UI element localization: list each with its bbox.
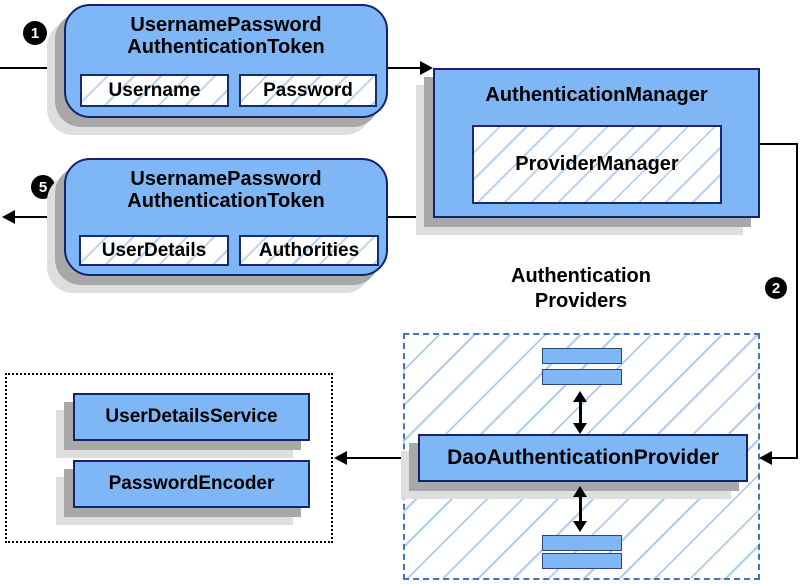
provider-stack-bottom-bar-2 bbox=[542, 553, 622, 569]
userdetailsservice-box: UserDetailsService bbox=[73, 393, 310, 441]
manager-to-provider-line-vertical bbox=[796, 143, 798, 459]
request-token-title: UsernamePassword AuthenticationToken bbox=[127, 14, 325, 58]
authentication-manager-title: AuthenticationManager bbox=[485, 84, 708, 106]
authorities-field: Authorities bbox=[239, 235, 379, 266]
arrowhead-into-provider-icon bbox=[759, 451, 772, 465]
step-5-badge: 5 bbox=[31, 175, 55, 199]
arrowhead-into-services-icon bbox=[334, 451, 347, 465]
provider-to-services-line bbox=[347, 457, 418, 459]
username-field: Username bbox=[80, 74, 229, 107]
response-token-title: UsernamePassword AuthenticationToken bbox=[127, 168, 325, 212]
double-arrow-top-shaft bbox=[579, 400, 582, 425]
double-arrow-bottom-down-icon bbox=[573, 521, 587, 532]
step-2-badge: 2 bbox=[765, 277, 787, 299]
double-arrow-bottom-shaft bbox=[579, 495, 582, 523]
manager-to-provider-line-top bbox=[760, 143, 798, 145]
double-arrow-top-down-icon bbox=[573, 423, 587, 434]
step-1-badge: 1 bbox=[23, 21, 47, 45]
arrowhead-into-manager-icon bbox=[420, 61, 433, 75]
manager-to-response-line bbox=[388, 216, 434, 218]
double-arrow-top-up-icon bbox=[573, 391, 587, 402]
response-token-box: UsernamePassword AuthenticationToken Use… bbox=[64, 158, 388, 276]
authentication-manager-box: AuthenticationManager ProviderManager bbox=[433, 68, 760, 218]
response-line-out bbox=[15, 216, 64, 218]
passwordencoder-box: PasswordEncoder bbox=[73, 460, 310, 508]
manager-to-provider-line-bottom bbox=[772, 457, 798, 459]
request-token-box: UsernamePassword AuthenticationToken Use… bbox=[64, 4, 388, 118]
password-field: Password bbox=[239, 74, 377, 107]
double-arrow-bottom-up-icon bbox=[573, 486, 587, 497]
arrowhead-response-out-icon bbox=[2, 210, 15, 224]
request-line-in bbox=[0, 67, 64, 69]
provider-manager-box: ProviderManager bbox=[472, 125, 722, 204]
provider-stack-top-bar-2 bbox=[542, 369, 622, 385]
provider-stack-bottom-bar-1 bbox=[542, 535, 622, 551]
provider-stack-top-bar-1 bbox=[542, 348, 622, 364]
providers-group-title: Authentication Providers bbox=[511, 265, 651, 312]
dao-authentication-provider-box: DaoAuthenticationProvider bbox=[418, 434, 748, 482]
request-line-to-manager bbox=[388, 67, 421, 69]
userdetails-field: UserDetails bbox=[79, 235, 229, 266]
